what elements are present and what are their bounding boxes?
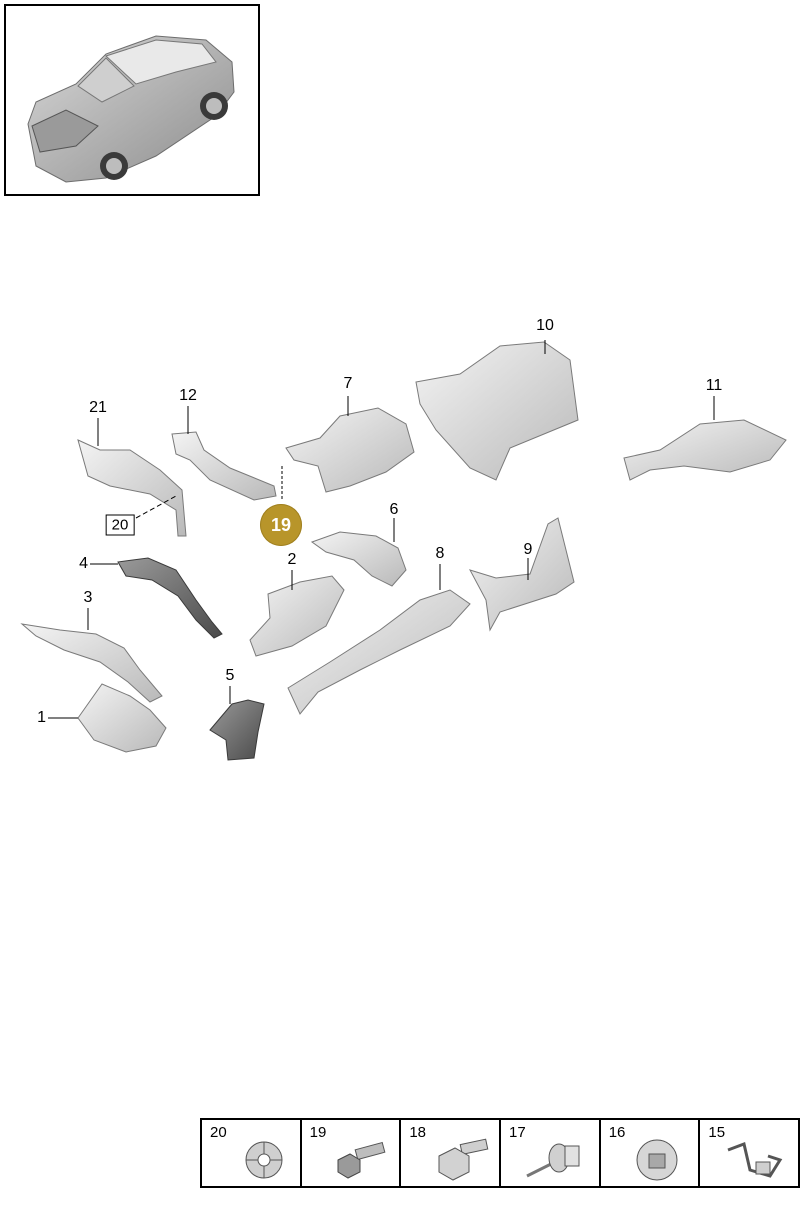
callout-10[interactable]: 10 [536,317,554,334]
hex-bolt-icon [438,1138,489,1181]
hardware-number: 16 [608,1124,626,1141]
push-rivet-icon [526,1143,580,1178]
exploded-parts-diagram: 21 12 7 10 11 6 4 2 8 9 3 5 1 20 19 [0,300,800,780]
parts-drawing [20,340,787,761]
callout-7[interactable]: 7 [343,375,353,392]
washer-clip-icon [245,1141,283,1179]
hardware-item-16[interactable]: 16 [601,1120,701,1186]
hardware-item-18[interactable]: 18 [401,1120,502,1186]
hardware-number: 17 [509,1124,526,1141]
callout-11[interactable]: 11 [705,377,723,394]
callout-6[interactable]: 6 [389,501,399,518]
callout-8[interactable]: 8 [435,545,445,562]
highlighted-part-badge-19[interactable]: 19 [260,504,302,546]
callout-21[interactable]: 21 [89,399,107,416]
bolt-icon [337,1141,386,1179]
hardware-number: 18 [409,1124,427,1141]
hardware-item-20[interactable]: 20 [202,1120,302,1186]
clip-icon [727,1141,783,1178]
callout-9[interactable]: 9 [523,541,533,558]
callout-4[interactable]: 4 [79,555,88,572]
nut-icon [636,1139,678,1181]
car-icon [27,35,235,183]
hardware-number: 15 [708,1124,726,1141]
hardware-number: 20 [210,1124,227,1141]
callout-5[interactable]: 5 [225,667,235,684]
vehicle-overview-image [4,4,260,196]
callout-1[interactable]: 1 [37,709,46,726]
callout-3[interactable]: 3 [83,589,93,606]
hardware-strip: 20 19 18 17 16 1 [200,1118,800,1188]
hardware-item-17[interactable]: 17 [501,1120,601,1186]
callout-box-20[interactable]: 20 [105,514,135,536]
hardware-number: 19 [309,1124,327,1141]
callout-12[interactable]: 12 [179,387,197,404]
hardware-item-19[interactable]: 19 [302,1120,402,1186]
callout-2[interactable]: 2 [287,551,297,568]
hardware-item-15[interactable]: 15 [700,1120,798,1186]
